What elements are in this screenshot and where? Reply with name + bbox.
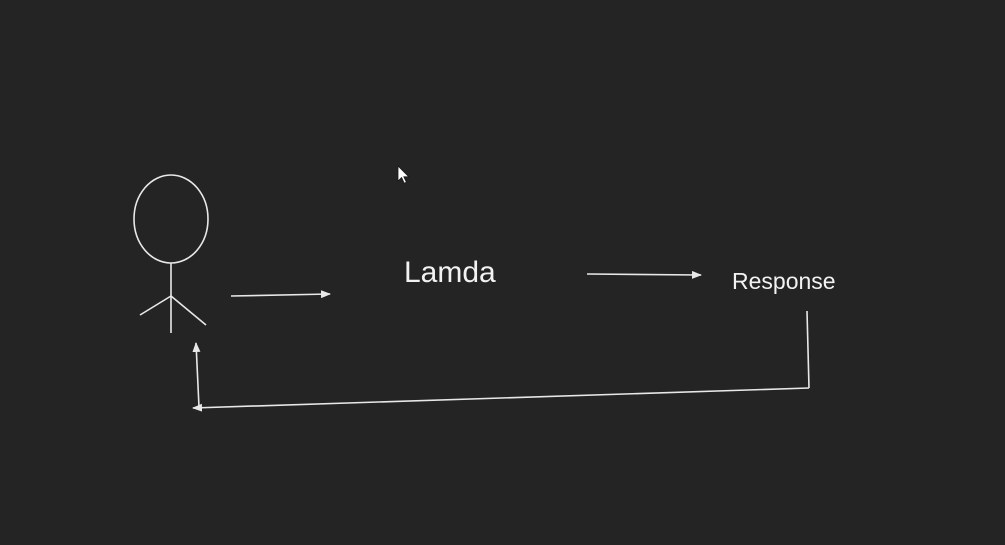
- stick-figure-right-arm: [170, 295, 207, 326]
- stick-figure-left-arm: [139, 295, 172, 316]
- stick-figure-head: [133, 174, 209, 264]
- user-stick-figure-icon: [133, 174, 209, 333]
- response-label: Response: [732, 268, 836, 294]
- return-path-down: [806, 310, 810, 389]
- lamda-label: Lamda: [404, 256, 496, 289]
- arrow-response-to-user: [192, 310, 810, 412]
- arrow-lamda-to-response: [586, 270, 702, 279]
- mouse-pointer-icon: [397, 165, 410, 184]
- return-path-up: [192, 342, 201, 408]
- return-path-left: [192, 387, 810, 412]
- arrow-user-to-lamda: [230, 290, 331, 299]
